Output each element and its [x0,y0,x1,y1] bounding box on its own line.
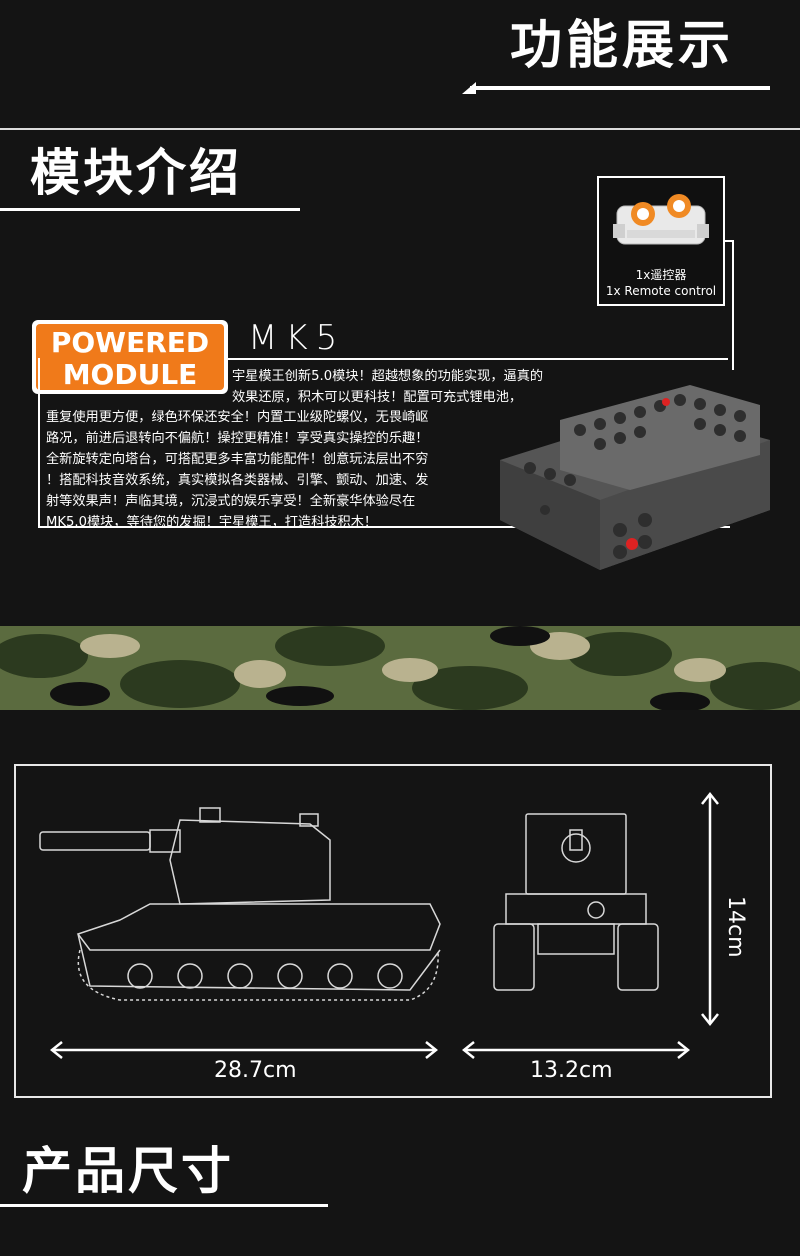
remote-control-image [613,194,709,245]
badge-line2: MODULE [63,358,198,391]
description-box-top-border [228,358,728,360]
description-line: 路况，前进后退转向不偏航！操控更精准！享受真实操控的乐趣！ [46,431,429,446]
height-label: 14cm [723,896,748,958]
model-name: MK5 [248,318,346,358]
badge-line1: POWERED [51,326,209,359]
description-line: 射等效果声！声临其境，沉浸式的娱乐享受！全新豪华体验尽在 [46,494,416,509]
description-box [38,358,730,528]
description-line: MK5.0模块，等待您的发掘！宇星模王，打造科技积木！ [46,515,378,530]
module-intro-underline [0,208,300,211]
remote-label-en: 1x Remote control [605,284,717,298]
remote-connector-vertical [732,240,734,370]
remote-connector [724,240,734,242]
height-arrow [701,791,719,1027]
header-underline [470,86,770,90]
description-line: 全新旋转定向塔台，可搭配更多丰富功能配件！创意玩法层出不穷 [46,452,429,467]
remote-control-card: 1x遥控器 1x Remote control [597,176,725,306]
width-label: 13.2cm [530,1058,613,1083]
description-line: 宇星模王创新5.0模块！超越想象的功能实现，逼真的 [232,369,544,384]
tank-front-view [493,813,659,991]
separator-line [0,128,800,130]
header-underline-slant [462,82,476,94]
dimensions-panel [14,764,772,1098]
remote-label-cn: 1x遥控器 [635,268,687,282]
section-title-module-intro: 模块介绍 [30,144,242,202]
section-title-feature-display: 功能展示 [510,16,735,76]
section-title-product-size: 产品尺寸 [22,1142,234,1200]
description-line: ！搭配科技音效系统，真实模拟各类器械、引擎、颤动、加速、发 [46,473,429,488]
description-line: 重复使用更方便，绿色环保还安全！内置工业级陀螺仪，无畏崎岖 [46,410,429,425]
tank-side-view [39,807,441,1001]
product-size-underline [0,1204,328,1207]
width-arrow [461,1041,691,1059]
power-module-image [500,385,770,570]
description-line: 效果还原，积木可以更科技！配置可充式锂电池， [232,390,523,405]
length-label: 28.7cm [214,1058,297,1083]
powered-module-badge: POWERED MODULE [32,320,228,394]
length-arrow [49,1041,439,1059]
camouflage-strip [0,626,800,710]
